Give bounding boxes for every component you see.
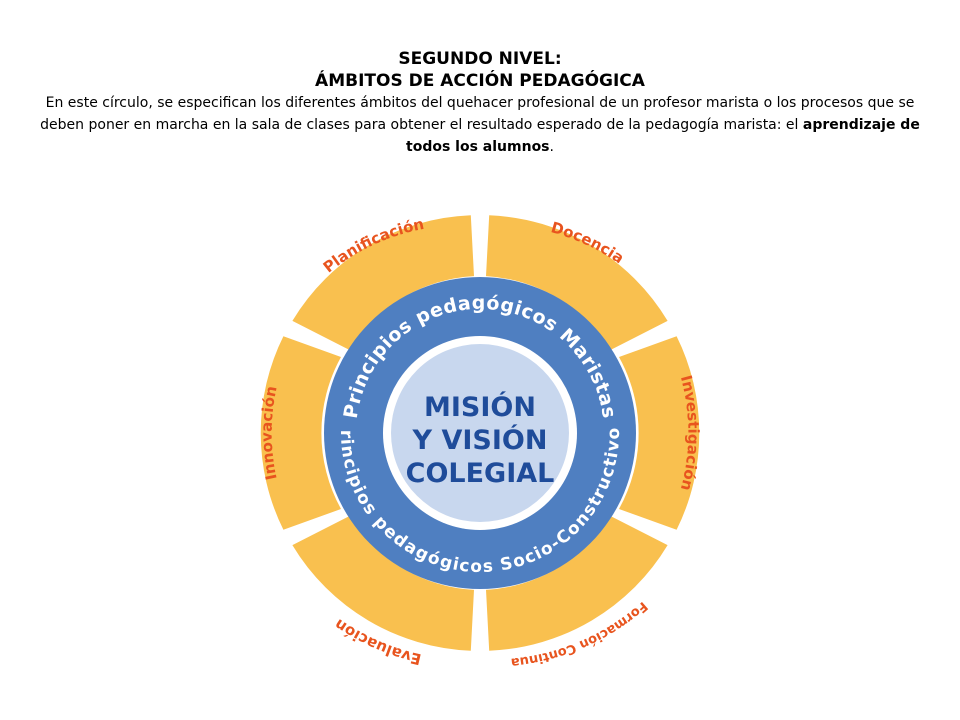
center-circle [391, 344, 569, 522]
description-bold: aprendizaje de todos los alumnos [406, 117, 920, 155]
description-end: . [549, 139, 554, 155]
segment-innovacion [260, 336, 341, 530]
segment-label-innovacion: Innovación [258, 384, 281, 481]
center-line-2: Y VISIÓN [412, 424, 548, 456]
segment-investigacion [619, 336, 700, 530]
outer-ring [260, 215, 700, 651]
title-line-2: ÁMBITOS DE ACCIÓN PEDAGÓGICA [315, 71, 645, 91]
center-line-3: COLEGIAL [406, 458, 555, 489]
header: SEGUNDO NIVEL: ÁMBITOS DE ACCIÓN PEDAGÓG… [40, 48, 920, 158]
segment-docencia [486, 215, 668, 350]
description: En este círculo, se especifican los dife… [40, 92, 920, 158]
segment-planificacion [292, 215, 474, 350]
title-line-1: SEGUNDO NIVEL: [398, 49, 562, 69]
description-text: En este círculo, se especifican los dife… [40, 95, 915, 133]
segment-evaluacion [292, 516, 474, 651]
segment-formacion-continua [486, 516, 668, 651]
center-line-1: MISIÓN [424, 391, 536, 423]
